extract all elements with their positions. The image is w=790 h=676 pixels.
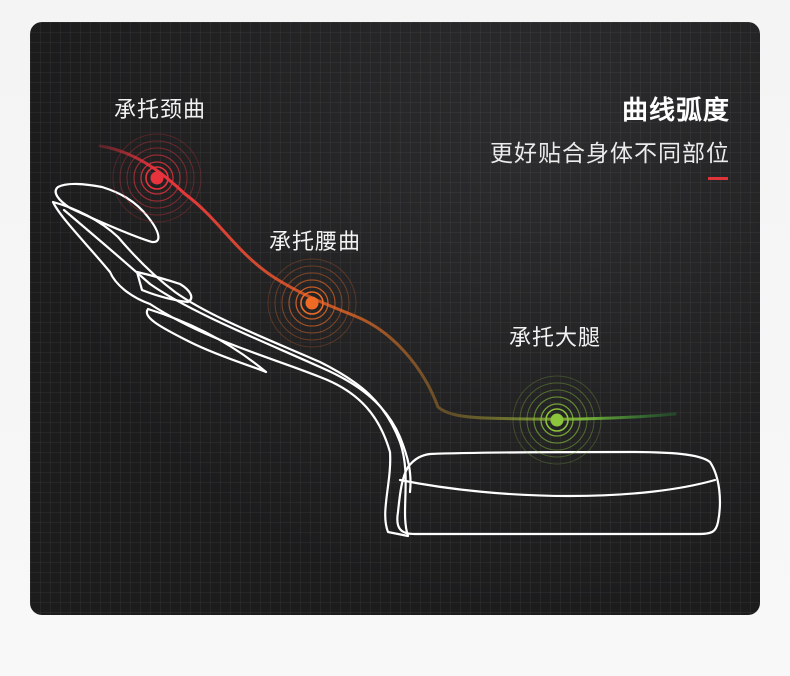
waist-pulse-icon: [267, 258, 357, 348]
waist-support-label: 承托腰曲: [269, 230, 362, 255]
feature-card: 承托颈曲 承托腰曲 承托大腿 曲线弧度 更好贴合身体不同部位: [30, 22, 760, 615]
chair-outline-icon: [51, 182, 721, 538]
body-curve-line: [98, 144, 677, 421]
feature-subtitle: 更好贴合身体不同部位: [490, 141, 730, 167]
thigh-support-label: 承托大腿: [509, 326, 602, 351]
accent-bar: [708, 177, 728, 180]
feature-title: 曲线弧度: [621, 96, 730, 126]
neck-support-label: 承托颈曲: [114, 98, 207, 123]
chair-illustration: [51, 133, 721, 538]
neck-pulse-icon: [112, 133, 202, 223]
thigh-pulse-icon: [512, 375, 602, 465]
